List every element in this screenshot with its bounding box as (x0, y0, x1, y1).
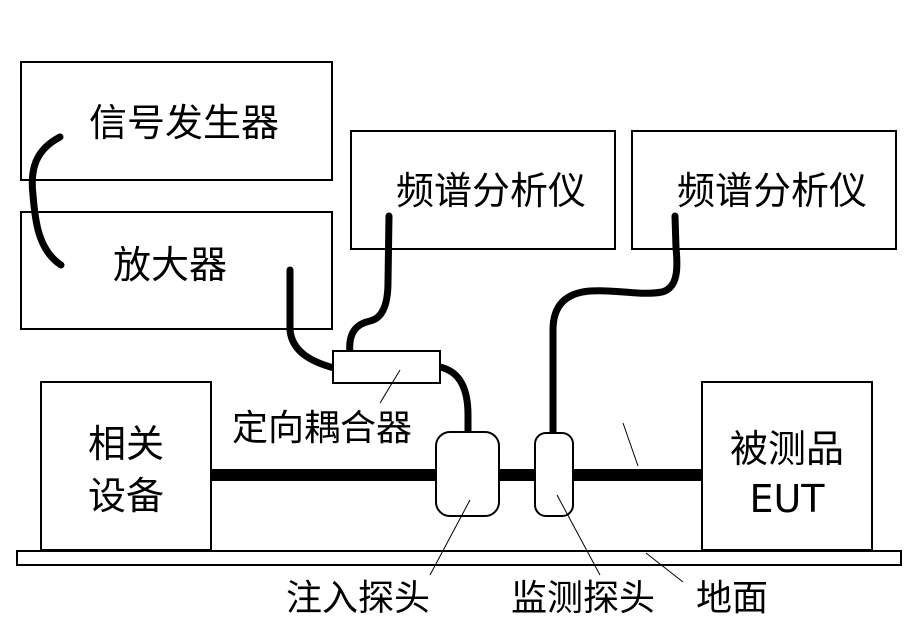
signal-generator-box (20, 61, 333, 181)
ground-label: 地面 (696, 578, 768, 619)
leader-ground (645, 552, 684, 583)
related-equipment-label-line2: 设备 (88, 474, 164, 518)
leader-unlabeled (622, 422, 639, 467)
related-equipment-label-line1: 相关 (88, 422, 164, 466)
monitoring-probe-label: 监测探头 (511, 578, 655, 619)
spectrum-analyzer-left-label: 频谱分析仪 (396, 169, 586, 213)
monitoring-probe (534, 432, 574, 517)
eut-box (701, 381, 873, 551)
cable-monitoring-probe-to-analyzer-right (549, 212, 681, 459)
ground-plane (16, 550, 902, 566)
amplifier-label: 放大器 (113, 243, 227, 287)
cable-amplifier-to-coupler (286, 266, 338, 372)
eut-label-line2: EUT (749, 477, 825, 521)
signal-generator-label: 信号发生器 (89, 101, 279, 145)
spectrum-analyzer-right-label: 频谱分析仪 (677, 169, 867, 213)
leader-coupler (379, 369, 401, 404)
spectrum-analyzer-left-box (350, 130, 616, 250)
cable-generator-to-amplifier (28, 133, 65, 269)
amplifier-box (20, 211, 333, 330)
directional-coupler (332, 350, 441, 384)
leader-monitoring-probe (556, 494, 601, 576)
injection-probe-label: 注入探头 (286, 578, 430, 619)
cable-coupler-to-analyzer-left (346, 212, 393, 357)
related-equipment-box (40, 381, 212, 551)
eut-label-line1: 被测品 (730, 427, 844, 471)
leader-injection-probe (429, 499, 471, 576)
cable-coupler-to-injection-probe (436, 363, 472, 459)
directional-coupler-label: 定向耦合器 (232, 408, 412, 449)
injection-probe (435, 431, 500, 517)
